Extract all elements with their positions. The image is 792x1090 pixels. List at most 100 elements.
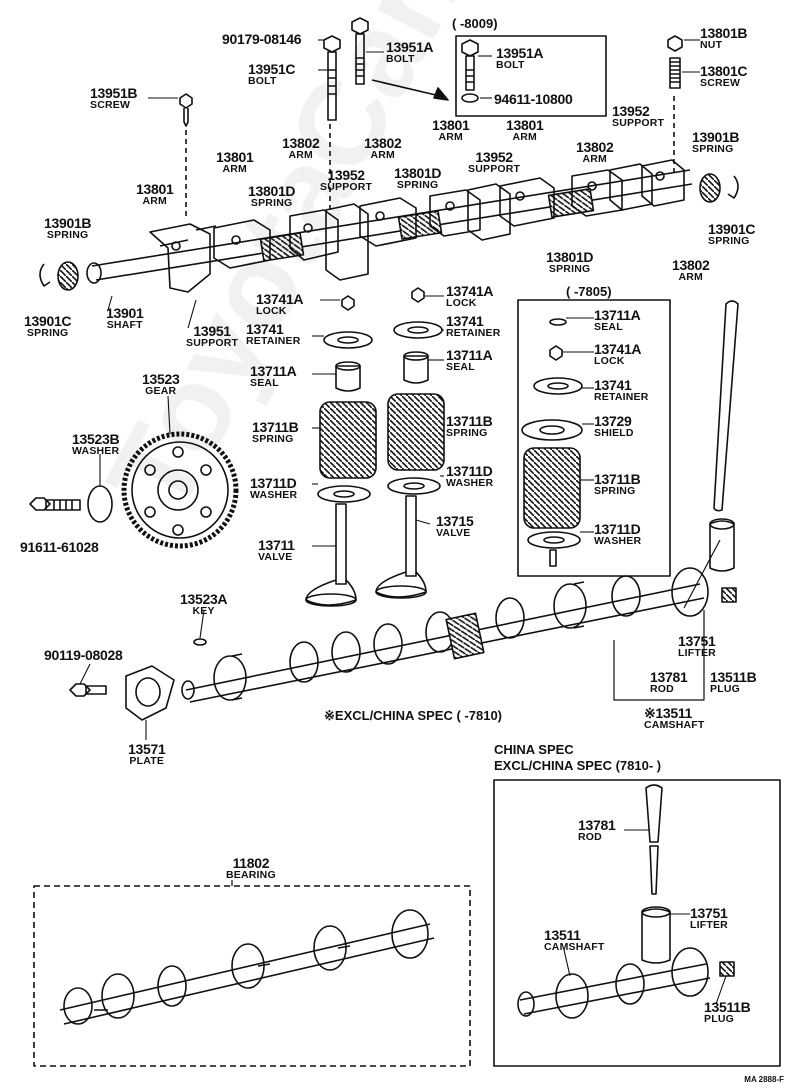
box-8009 [455, 35, 607, 117]
header-7805: ( -7805) [566, 284, 612, 299]
part-number: 13511B [710, 669, 757, 685]
key-13523a [193, 638, 207, 646]
part-number: 13523 [142, 371, 180, 387]
part-number: 13951C [248, 61, 296, 77]
camshaft-bearing-view [59, 909, 435, 1025]
part-name: RETAINER [446, 327, 501, 339]
part-name: VALVE [258, 551, 293, 563]
part-name: WASHER [446, 477, 494, 489]
part-name: ARM [512, 131, 537, 143]
part-name: SCREW [90, 99, 131, 111]
valve-assembly-13711 [305, 295, 377, 607]
part-name: SPRING [252, 433, 294, 445]
screw-13951b [179, 93, 193, 127]
part-name: ARM [222, 163, 247, 175]
part-number: 13801C [700, 63, 748, 79]
part-number: 13802 [576, 139, 614, 155]
part-name: CAMSHAFT [644, 719, 705, 731]
part-number: 13781 [578, 817, 616, 833]
part-number: 13711A [250, 363, 297, 379]
part-name: SPRING [250, 197, 293, 209]
part-name: PLUG [704, 1013, 734, 1025]
part-name: SUPPORT [612, 117, 665, 129]
part-number: 13711A [446, 347, 493, 363]
part-number: 13802 [364, 135, 402, 151]
header-excl-china-new: EXCL/CHINA SPEC (7810- ) [494, 758, 662, 773]
part-number: 13952 [612, 103, 650, 119]
part-name: SPRING [548, 263, 591, 275]
part-name: WASHER [250, 489, 298, 501]
header-excl-china: ※EXCL/CHINA SPEC ( -7810) [324, 708, 503, 723]
part-name: LOCK [594, 355, 625, 367]
part-number: 13511 [544, 927, 581, 943]
part-name: RETAINER [594, 391, 649, 403]
part-name: SEAL [594, 321, 623, 333]
part-number: 13711D [250, 475, 297, 491]
figure-code: MA 2888-F [744, 1075, 784, 1084]
part-number: 13741 [446, 313, 484, 329]
part-number: 13952 [475, 149, 513, 165]
part-name: ARM [370, 149, 395, 161]
valve-assembly-13715 [375, 287, 445, 599]
bolt-91611 [29, 497, 81, 511]
box-bolt [461, 39, 479, 103]
part-number: 13711B [446, 413, 493, 429]
part-name: GEAR [145, 385, 177, 397]
part-number: 13741 [246, 321, 284, 337]
plug-13511b [721, 587, 737, 603]
part-number: 94611-10800 [494, 91, 573, 107]
part-name: RETAINER [246, 335, 301, 347]
part-number: 13741A [256, 291, 304, 307]
part-name: SPRING [708, 235, 750, 247]
part-name: ARM [582, 153, 607, 165]
part-name: BEARING [226, 869, 276, 881]
part-number: 13801 [136, 181, 174, 197]
part-name: WASHER [594, 535, 642, 547]
screw-13801c [669, 57, 681, 89]
part-name: KEY [192, 605, 215, 617]
part-name: SUPPORT [186, 337, 239, 349]
part-number: 13801 [506, 117, 544, 133]
box-bearing-11802 [33, 885, 471, 1067]
washer-13523b [87, 485, 113, 523]
part-name: SPRING [26, 327, 69, 339]
part-name: ARM [678, 271, 703, 283]
part-name: SPRING [446, 427, 488, 439]
part-number: 13711D [594, 521, 641, 537]
part-number: 13801D [546, 249, 594, 265]
bolt-13951a [351, 17, 369, 85]
part-name: LOCK [446, 297, 477, 309]
part-number: 13523B [72, 431, 120, 447]
camshaft-china [517, 947, 711, 1019]
part-number: 13802 [672, 257, 710, 273]
part-name: ARM [438, 131, 463, 143]
part-number: 13801D [394, 165, 442, 181]
box-7805 [517, 299, 671, 577]
part-number: 13781 [650, 669, 688, 685]
